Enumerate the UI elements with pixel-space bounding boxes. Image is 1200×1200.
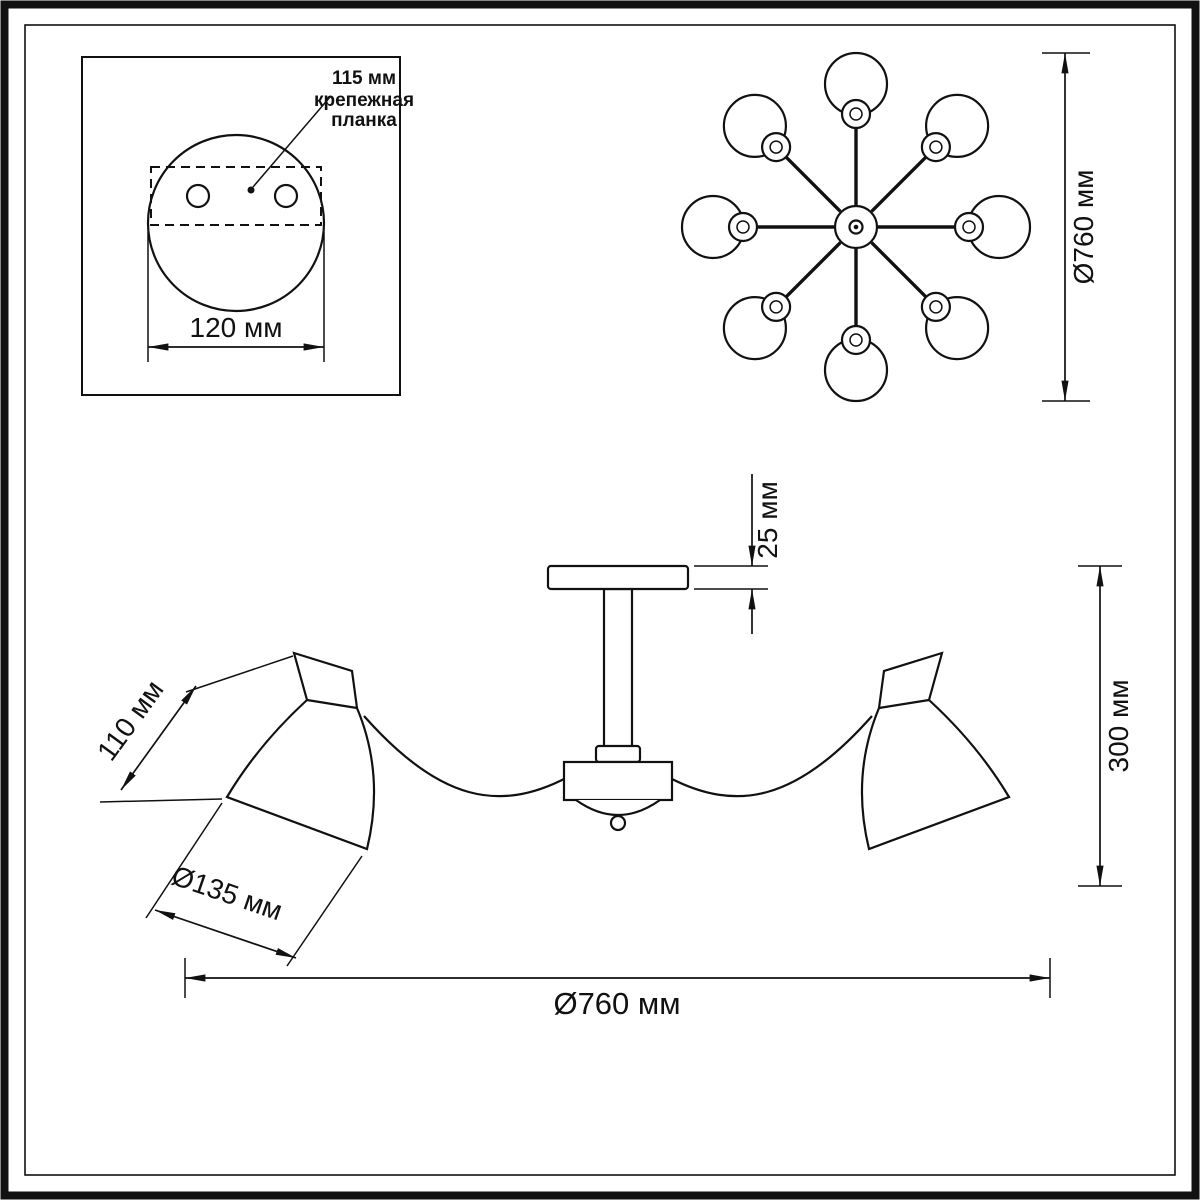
lamp-holder-inner — [929, 300, 943, 314]
dimension-line — [154, 909, 297, 959]
lamp-holder-inner — [849, 333, 863, 347]
label-plate-width: 115 мм — [332, 68, 396, 89]
inner-frame — [24, 24, 1176, 1176]
lamp-holder-inner — [769, 140, 783, 154]
lamp-shade-left — [225, 651, 376, 851]
shade-waist-line — [306, 698, 358, 710]
lamp-holder-inner — [736, 220, 750, 234]
ceiling-plate — [546, 564, 690, 591]
shade-waist-line — [878, 698, 930, 710]
lamp-holder — [760, 132, 792, 163]
side-arm-left — [363, 715, 567, 798]
chandelier-arm — [870, 241, 928, 299]
extension-line — [145, 802, 223, 919]
shade-outline — [860, 651, 1011, 851]
lamp-holder-inner — [962, 220, 976, 234]
dimension-total-height: 300 мм — [1078, 565, 1134, 887]
chandelier-arm — [870, 155, 928, 213]
top-view-hub — [833, 204, 879, 250]
label-plate-name-line2: планка — [331, 110, 397, 131]
dimension-total-width: Ø760 мм — [184, 958, 1051, 1021]
dimension-canopy-height: 25 мм — [694, 474, 783, 634]
leader-line — [252, 96, 331, 188]
detail-box — [81, 56, 401, 396]
body-dome — [575, 799, 661, 817]
lamp-holder — [920, 132, 952, 163]
finial-knob — [609, 814, 627, 832]
lamp-shade-right — [860, 651, 1011, 851]
dim-cup-diameter: 120 мм — [190, 312, 283, 343]
lamp-holder-inner — [929, 140, 943, 154]
dim-top-view-diameter: Ø760 мм — [1068, 170, 1099, 285]
chandelier-arm — [784, 241, 842, 299]
label-plate-name-line1: крепежная — [314, 90, 414, 111]
lamp-holder-inner — [769, 300, 783, 314]
top-view: Ø760 мм — [680, 51, 1099, 403]
extension-line — [286, 855, 363, 967]
lamp-holder-inner — [849, 107, 863, 121]
dim-shade-height: 110 мм — [91, 675, 170, 767]
mount-hole-left — [185, 183, 211, 209]
hub-center-dot — [853, 224, 859, 230]
dim-total-height: 300 мм — [1103, 680, 1134, 773]
extension-line — [99, 798, 223, 803]
lamp-holder — [727, 211, 759, 243]
mounting-plate-dashed — [150, 166, 322, 226]
side-arm-right — [669, 715, 873, 798]
chandelier-arm — [784, 155, 842, 213]
dim-total-width: Ø760 мм — [553, 986, 680, 1021]
top-view-arms — [756, 127, 956, 327]
shade-outline — [225, 651, 376, 851]
dim-canopy-height: 25 мм — [752, 481, 783, 558]
ceiling-cup-circle — [146, 133, 326, 313]
lamp-holder — [760, 291, 792, 322]
center-body — [562, 760, 674, 802]
leader-dot — [247, 186, 255, 194]
top-view-holders — [727, 98, 985, 356]
extension-line — [185, 655, 294, 693]
side-view: 25 мм 300 мм 110 мм Ø135 мм — [91, 474, 1134, 1021]
stem-collar — [594, 744, 642, 764]
dim-shade-diameter: Ø135 мм — [168, 860, 287, 927]
hub-inner — [848, 219, 864, 235]
stem — [602, 587, 634, 756]
lamp-holder — [953, 211, 985, 243]
lamp-holder — [840, 324, 872, 356]
detail-view-mount: 115 мм крепежная планка 120 мм — [81, 56, 414, 396]
lamp-holder — [920, 291, 952, 322]
lamp-holder — [840, 98, 872, 130]
mount-hole-right — [273, 183, 299, 209]
dimension-line — [120, 685, 197, 791]
